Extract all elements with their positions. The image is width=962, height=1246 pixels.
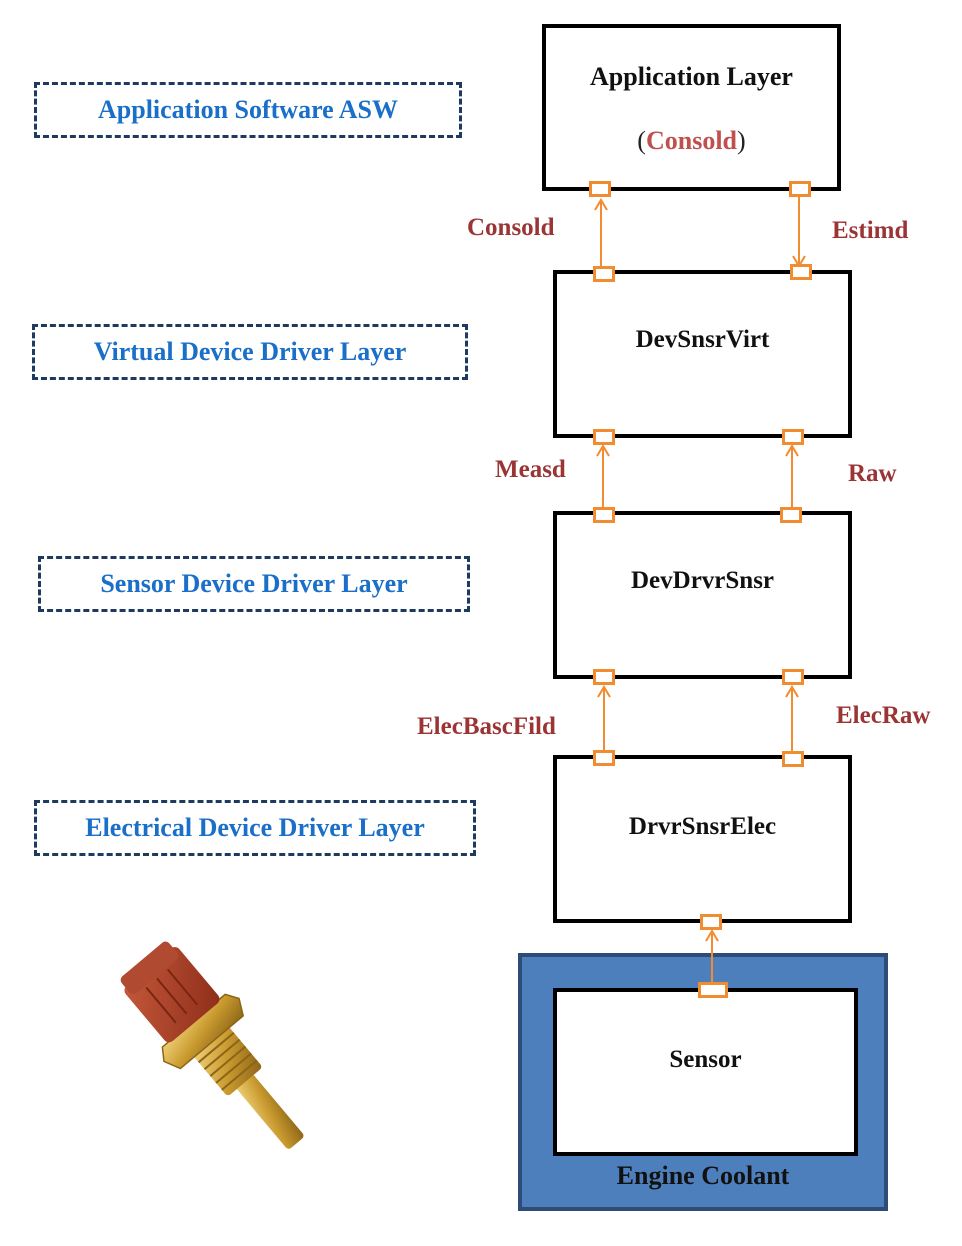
signal-label-elecbascfild: ElecBascFild — [417, 713, 556, 740]
hex-nut — [161, 993, 245, 1070]
port — [593, 266, 615, 282]
probe-tip — [231, 1068, 304, 1149]
port — [593, 429, 615, 445]
arrowhead-up-icon — [705, 929, 719, 942]
signal-label-elecraw: ElecRaw — [836, 702, 931, 729]
port — [593, 750, 615, 766]
coolant-temperature-sensor-image — [120, 941, 304, 1149]
arrowhead-up-icon — [597, 685, 611, 698]
block-title: DevDrvrSnsr — [630, 567, 775, 594]
layer-label: Virtual Device Driver Layer — [93, 337, 407, 366]
subtitle-consold: Consold — [645, 126, 738, 155]
port — [589, 181, 611, 197]
signal-label-raw: Raw — [848, 460, 897, 487]
layer-tag-virtual: Virtual Device Driver Layer — [32, 324, 468, 380]
block-sensor: Sensor — [553, 988, 858, 1156]
port — [782, 669, 804, 685]
block-subtitle: (Consold) — [546, 126, 837, 156]
layer-tag-sensor: Sensor Device Driver Layer — [38, 556, 470, 612]
port — [790, 264, 812, 280]
block-dev-snsr-virt: DevSnsrVirt — [553, 270, 852, 438]
signal-label-estimd: Estimd — [832, 217, 909, 244]
block-title: Sensor — [669, 1046, 742, 1073]
arrowhead-up-icon — [596, 444, 610, 457]
layer-label: Application Software ASW — [98, 95, 398, 124]
block-title: DrvrSnsrElec — [628, 813, 777, 840]
paren-open: ( — [637, 126, 646, 155]
port — [698, 982, 728, 998]
port — [593, 669, 615, 685]
signal-label-measd: Measd — [495, 456, 566, 483]
arrowhead-up-icon — [785, 685, 799, 698]
port — [789, 181, 811, 197]
block-drvr-snsr-elec: DrvrSnsrElec — [553, 755, 852, 923]
port — [700, 914, 722, 930]
arrowhead-up-icon — [785, 444, 799, 457]
layer-tag-asw: Application Software ASW — [34, 82, 462, 138]
layer-tag-electrical: Electrical Device Driver Layer — [34, 800, 476, 856]
engine-coolant-label: Engine Coolant — [616, 1161, 790, 1190]
port — [593, 507, 615, 523]
port — [780, 507, 802, 523]
layer-label: Electrical Device Driver Layer — [85, 813, 425, 842]
port — [782, 429, 804, 445]
port — [782, 751, 804, 767]
layer-label: Sensor Device Driver Layer — [100, 569, 408, 598]
paren-close: ) — [737, 126, 746, 155]
block-title: Application Layer — [590, 62, 793, 91]
block-dev-drvr-snsr: DevDrvrSnsr — [553, 511, 852, 679]
arrowhead-up-icon — [594, 198, 608, 211]
block-title: DevSnsrVirt — [635, 326, 770, 353]
signal-label-consold: Consold — [467, 214, 555, 241]
block-application-layer: Application Layer (Consold) — [542, 24, 841, 191]
